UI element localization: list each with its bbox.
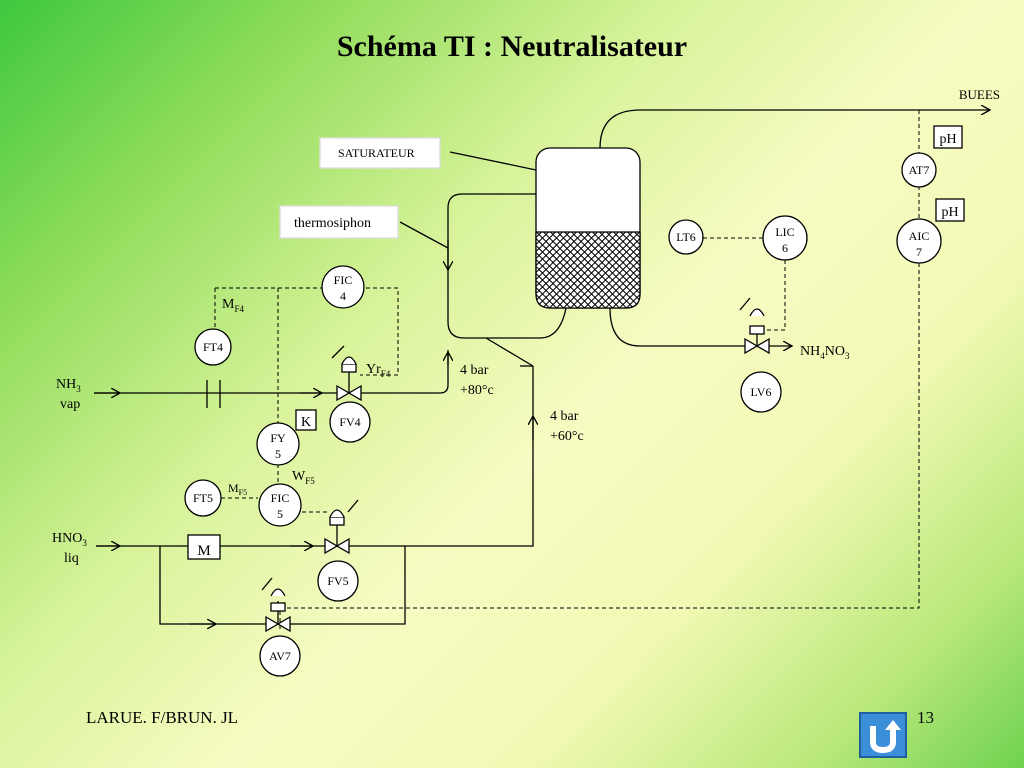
aic7-tag-a: AIC xyxy=(909,229,930,243)
fy5-tag-b: 5 xyxy=(275,447,281,461)
buees-line xyxy=(599,110,990,149)
hno3-state: liq xyxy=(64,551,79,566)
ft5-tag: FT5 xyxy=(193,491,213,505)
ft4-tag: FT4 xyxy=(203,340,223,354)
nh4no3-label: NH4NO3 xyxy=(800,344,850,361)
mf5-label: MF5 xyxy=(228,481,247,497)
nh3-label: NH3 xyxy=(56,377,81,394)
ph-label-1: pH xyxy=(939,132,956,147)
fy5-tag-a: FY xyxy=(270,431,286,445)
saturateur-label: SATURATEUR xyxy=(338,146,415,160)
fic5-tag-a: FIC xyxy=(271,491,290,505)
fic5-tag-b: 5 xyxy=(277,507,283,521)
condition1-temp: +80°c xyxy=(460,383,494,398)
lt6-tag: LT6 xyxy=(676,230,696,244)
page-number: 13 xyxy=(917,708,934,727)
hno3-label: HNO3 xyxy=(52,531,87,548)
av7-valve xyxy=(261,577,291,633)
motor-label: M xyxy=(197,543,210,559)
lic6-tag-b: 6 xyxy=(782,241,788,255)
at7-tag: AT7 xyxy=(909,163,930,177)
mf4-label: MF4 xyxy=(222,297,244,314)
lic6-tag-a: LIC xyxy=(775,225,794,239)
fic4-tag-a: FIC xyxy=(334,273,353,287)
saturateur-vessel xyxy=(535,147,641,309)
condition2-temp: +60°c xyxy=(550,429,584,444)
buees-label: BUEES xyxy=(959,87,1000,102)
wf5-label: WF5 xyxy=(292,469,315,486)
u-turn-arrow-icon xyxy=(870,720,901,754)
page-title: Schéma TI : Neutralisateur xyxy=(336,30,688,63)
footer-author: LARUE. F/BRUN. JL xyxy=(86,708,239,727)
nh4no3-line xyxy=(609,307,792,346)
fic4-tag-b: 4 xyxy=(340,289,346,303)
nh3-state: vap xyxy=(60,397,80,412)
k-label: K xyxy=(301,415,311,430)
thermosiphon-label: thermosiphon xyxy=(294,216,371,231)
lv6-valve xyxy=(739,297,770,355)
condition2-pressure: 4 bar xyxy=(550,409,579,424)
thermosiphon-loop xyxy=(447,193,567,339)
aic7-tag-b: 7 xyxy=(916,245,922,259)
fv4-tag: FV4 xyxy=(339,415,360,429)
back-button[interactable] xyxy=(859,712,907,758)
ph-label-2: pH xyxy=(941,205,958,220)
nh3-line xyxy=(94,350,449,394)
condition1-pressure: 4 bar xyxy=(460,363,489,378)
fv4-valve xyxy=(331,345,362,402)
av7-tag: AV7 xyxy=(269,649,291,663)
fv5-tag: FV5 xyxy=(327,574,348,588)
yrf4-label: YrF4 xyxy=(366,362,391,379)
fv5-valve xyxy=(324,499,359,555)
lv6-tag: LV6 xyxy=(751,385,772,399)
